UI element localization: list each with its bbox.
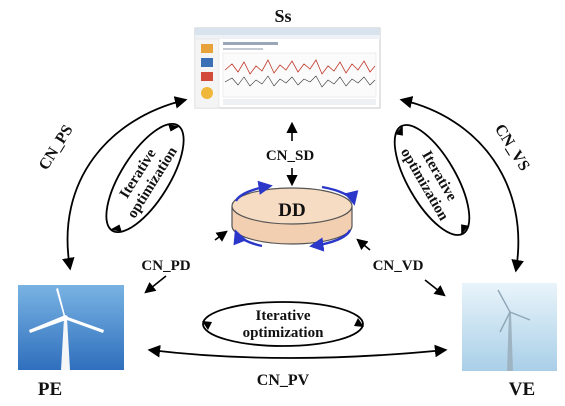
ss-node: Ss (194, 6, 381, 109)
app-icon (201, 44, 213, 53)
right-iterative-loop: Iterative optimization (393, 124, 471, 236)
bottom-loop-line2: optimization (243, 325, 324, 341)
dd-rotation-arrow (321, 185, 359, 206)
dd-rotation-arrow (233, 229, 263, 248)
pe-node: PE (18, 285, 124, 400)
bottom-iterative-loop: Iterative optimization (202, 301, 364, 347)
app-icon (201, 72, 213, 81)
dd-rotation-arrow (309, 229, 352, 252)
dd-node: DD (231, 180, 359, 252)
app-icon (201, 87, 213, 99)
cn-ps-label: CN_PS (36, 122, 77, 173)
cn-vs-arrow (399, 96, 524, 273)
cn-vd-label: CN_VD (373, 258, 424, 274)
app-icon (201, 58, 213, 67)
cn-pv-arrow (147, 344, 448, 359)
left-iterative-loop: Iterative optimization (105, 123, 185, 233)
ve-turbine-photo (462, 283, 557, 371)
dd-rotation-arrow (234, 180, 273, 202)
pe-label: PE (38, 379, 62, 400)
ve-label: VE (509, 379, 535, 400)
cn-pv-label: CN_PV (257, 372, 310, 389)
software-screenshot (194, 27, 381, 109)
ve-node: VE (462, 283, 557, 400)
ss-label: Ss (274, 6, 291, 26)
cn-ps-arrow (62, 96, 188, 271)
cn-sd-label: CN_SD (266, 148, 315, 164)
pe-turbine-photo (18, 285, 124, 370)
dd-label: DD (278, 200, 305, 221)
bottom-loop-line1: Iterative (256, 308, 311, 324)
cn-pd-label: CN_PD (141, 258, 190, 274)
